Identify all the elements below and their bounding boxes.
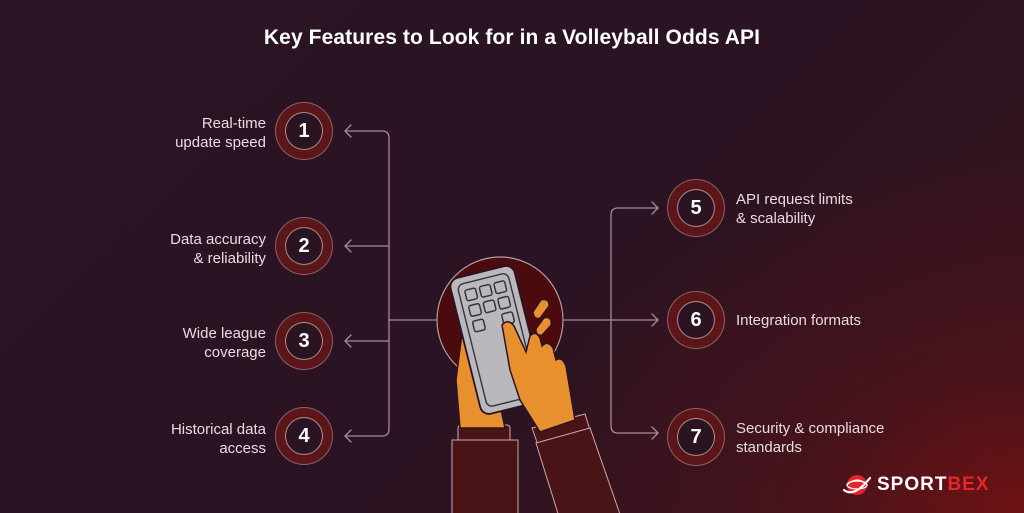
feature-label-3: Wide league coverage [100,324,266,362]
feature-label-2-line1: Data accuracy [170,231,266,248]
feature-label-7: Security & compliance standards [736,419,956,457]
feature-number-7: 7 [677,418,715,456]
feature-label-4-line2: access [219,440,266,457]
feature-label-6-line1: Integration formats [736,312,862,329]
feature-label-5-line1: API request limits [736,191,853,208]
feature-label-2: Data accuracy & reliability [100,230,266,268]
feature-label-1-line1: Real-time [201,115,266,132]
feature-badge-4: 4 [276,408,332,464]
feature-label-1: Real-time update speed [100,114,266,152]
feature-label-5-line2: & scalability [736,210,816,227]
feature-badge-2: 2 [276,218,332,274]
feature-badge-1: 1 [276,103,332,159]
feature-number-1: 1 [285,112,323,150]
page-title: Key Features to Look for in a Volleyball… [263,26,761,49]
logo-text-sport: SPORT [877,474,948,495]
feature-label-4-line1: Historical data [170,421,266,438]
logo-text-bex: BEX [947,474,990,495]
feature-label-5: API request limits & scalability [736,190,936,228]
feature-label-1-line2: update speed [175,134,266,151]
feature-badge-7: 7 [668,409,724,465]
feature-label-3-line2: coverage [204,344,266,361]
feature-badge-3: 3 [276,313,332,369]
globe-swoosh-icon [842,475,872,495]
feature-label-6: Integration formats [736,311,936,330]
feature-label-2-line2: & reliability [193,250,266,267]
feature-number-4: 4 [285,417,323,455]
feature-badge-6: 6 [668,292,724,348]
feature-label-7-line2: standards [736,439,802,456]
feature-number-2: 2 [285,227,323,265]
feature-label-3-line1: Wide league [182,325,266,342]
feature-number-3: 3 [285,322,323,360]
feature-number-5: 5 [677,189,715,227]
feature-label-7-line1: Security & compliance [736,420,885,437]
feature-badge-5: 5 [668,180,724,236]
feature-number-6: 6 [677,301,715,339]
feature-label-4: Historical data access [100,420,266,458]
